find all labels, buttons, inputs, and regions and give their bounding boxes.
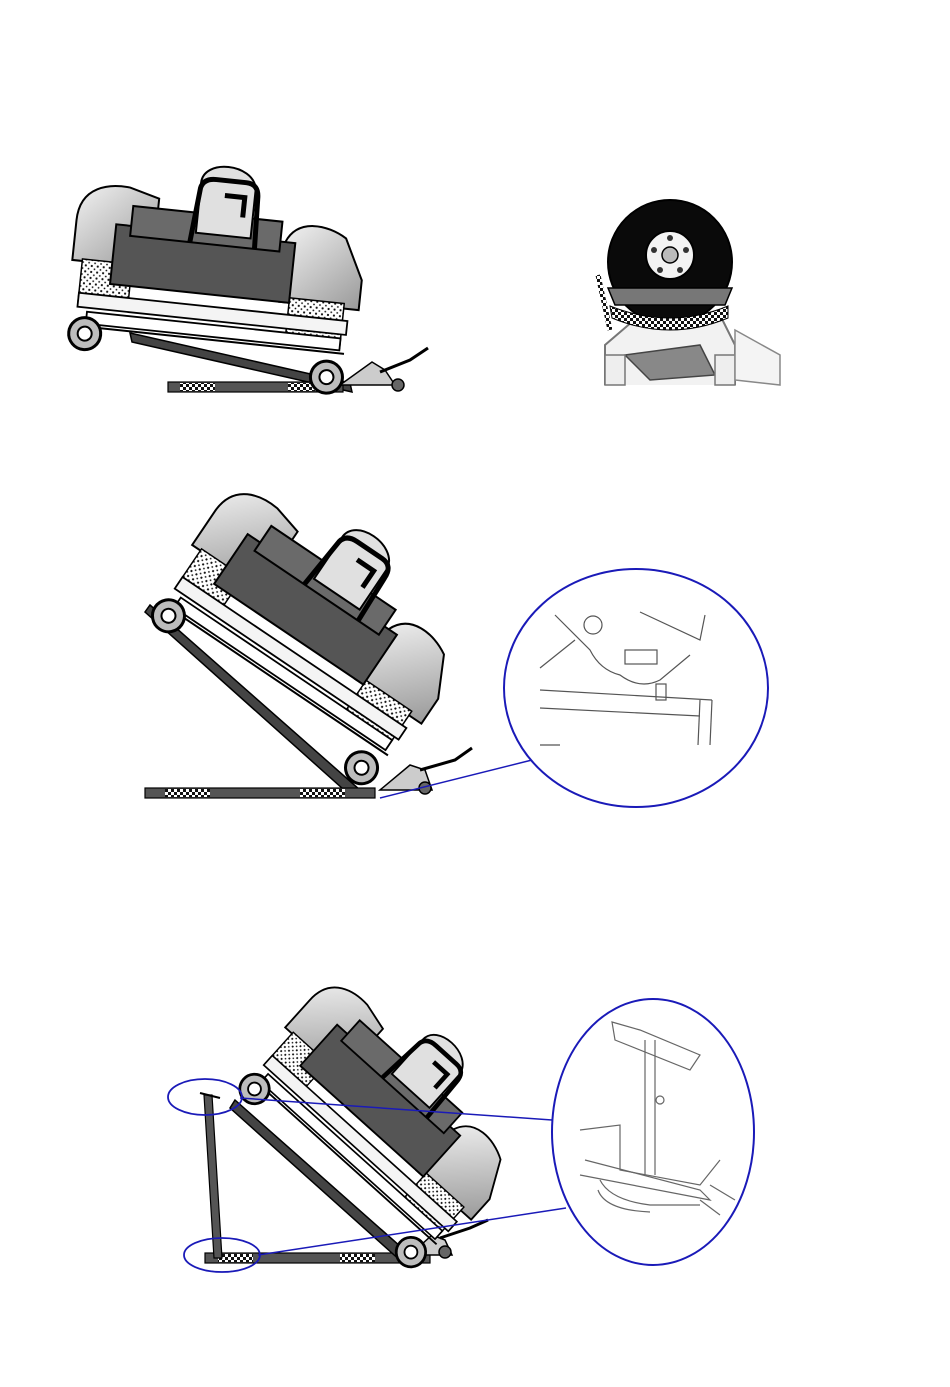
- mower-medium-angle: [133, 455, 494, 795]
- jack: [340, 348, 428, 391]
- detail-callout-safety-stand: [552, 999, 754, 1265]
- figure-1: [61, 152, 780, 396]
- safety-stand: [200, 1093, 222, 1258]
- figure-2: [133, 455, 768, 807]
- figure-3: [168, 953, 754, 1278]
- mower-rear-view: [598, 200, 780, 385]
